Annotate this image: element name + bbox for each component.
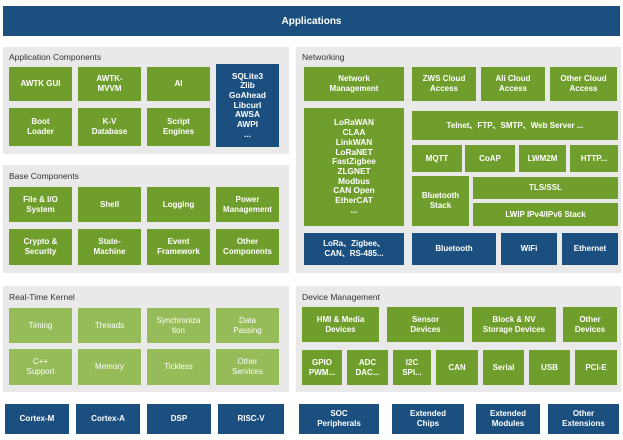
ethernet-block: Ethernet — [562, 233, 618, 265]
lwm2m-block: LWM2M — [519, 145, 566, 172]
adc-dac-block: ADC DAC... — [347, 350, 388, 385]
ali-cloud-block: Ali Cloud Access — [481, 67, 545, 101]
synchronization-block: Synchroniza tion — [147, 308, 210, 343]
event-framework-block: Event Framework — [147, 229, 210, 265]
dsp-block: DSP — [147, 404, 211, 434]
bluetooth-stack-block: Bluetooth Stack — [412, 176, 469, 226]
awtk-gui-block: AWTK GUI — [9, 67, 72, 101]
crypto-security-block: Crypto & Security — [9, 229, 72, 265]
threads-block: Threads — [78, 308, 141, 343]
protocols-block: LoRaWAN CLAA LinkWAN LoRaNET FastZigbee … — [304, 108, 404, 226]
lora-zigbee-block: LoRa、Zigbee、 CAN、RS-485... — [304, 233, 404, 265]
data-passing-block: Data Passing — [216, 308, 279, 343]
other-extensions-block: Other Extensions — [548, 404, 619, 434]
awtk-mvvm-block: AWTK- MVVM — [78, 67, 141, 101]
gpio-pwm-block: GPIO PWM... — [302, 350, 342, 385]
pci-e-block: PCI-E — [575, 350, 617, 385]
can-block: CAN — [436, 350, 478, 385]
other-components-block: Other Components — [216, 229, 279, 265]
coap-block: CoAP — [465, 145, 515, 172]
extended-modules-block: Extended Modules — [476, 404, 540, 434]
bluetooth-block: Bluetooth — [412, 233, 496, 265]
wifi-block: WiFi — [501, 233, 557, 265]
base-components-title: Base Components — [9, 171, 79, 181]
real-time-kernel-title: Real-Time Kernel — [9, 292, 75, 302]
memory-block: Memory — [78, 349, 141, 385]
networking-title: Networking — [302, 52, 345, 62]
ai-block: AI — [147, 67, 210, 101]
network-management-block: Network Management — [304, 67, 404, 101]
state-machine-block: State- Machine — [78, 229, 141, 265]
shell-block: Shell — [78, 187, 141, 222]
other-cloud-block: Other Cloud Access — [550, 67, 617, 101]
script-engines-block: Script Engines — [147, 108, 210, 146]
sensor-devices-block: Sensor Devices — [387, 307, 464, 342]
logging-block: Logging — [147, 187, 210, 222]
telnet-ftp-block: Telnet、FTP、SMTP、Web Server ... — [412, 111, 618, 140]
file-io-block: File & I/O System — [9, 187, 72, 222]
cortex-m-block: Cortex-M — [5, 404, 69, 434]
tls-ssl-block: TLS/SSL — [473, 177, 618, 199]
risc-v-block: RISC-V — [218, 404, 284, 434]
hmi-media-block: HMI & Media Devices — [302, 307, 379, 342]
application-components-title: Application Components — [9, 52, 102, 62]
device-management-title: Device Management — [302, 292, 380, 302]
http-block: HTTP... — [570, 145, 618, 172]
cpp-support-block: C++ Support — [9, 349, 72, 385]
timing-block: Timing — [9, 308, 72, 343]
block-storage-block: Block & NV Storage Devices — [472, 307, 556, 342]
soc-peripherals-block: SOC Peripherals — [299, 404, 379, 434]
i2c-spi-block: I2C SPI... — [393, 350, 431, 385]
boot-loader-block: Boot Loader — [9, 108, 72, 146]
serial-block: Serial — [483, 350, 524, 385]
usb-block: USB — [529, 350, 570, 385]
other-services-block: Other Services — [216, 349, 279, 385]
libraries-block: SQLite3 Zlib GoAhead Libcurl AWSA AWPI .… — [216, 64, 279, 147]
tickless-block: Tickless — [147, 349, 210, 385]
applications-bar: Applications — [3, 6, 620, 36]
cortex-a-block: Cortex-A — [76, 404, 140, 434]
kv-database-block: K-V Database — [78, 108, 141, 146]
lwip-stack-block: LWIP IPv4/IPv6 Stack — [473, 203, 618, 226]
extended-chips-block: Extended Chips — [392, 404, 464, 434]
power-management-block: Power Management — [216, 187, 279, 222]
other-devices-block: Other Devices — [563, 307, 617, 342]
mqtt-block: MQTT — [412, 145, 462, 172]
zws-cloud-block: ZWS Cloud Access — [412, 67, 476, 101]
